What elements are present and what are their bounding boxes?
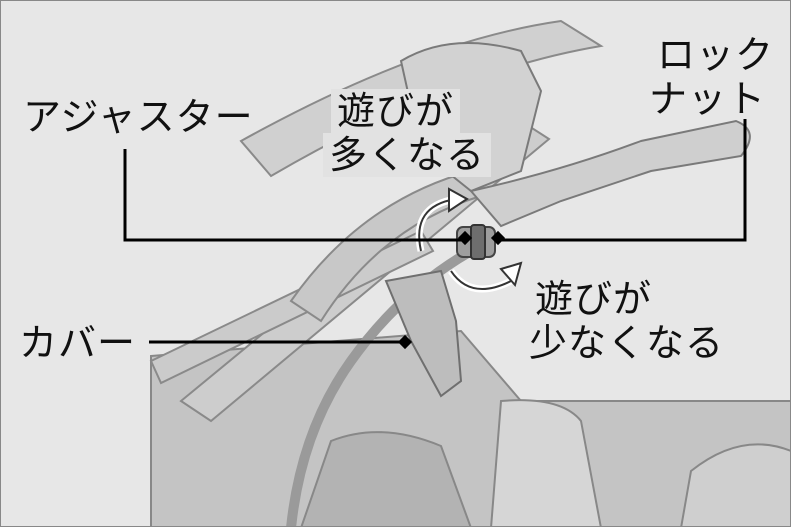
arrowhead-less-play [499, 261, 523, 288]
leader-dot-cover [397, 334, 413, 350]
adjuster-label: アジャスター [23, 95, 254, 139]
leader-line-adjuster [123, 149, 467, 242]
engine-detail [300, 431, 472, 526]
locknut-label-line2: ナット [649, 77, 767, 121]
arrowhead-more-play [448, 187, 469, 213]
engine-body [150, 329, 790, 526]
more-play-label-line2: 多くなる [323, 133, 492, 177]
less-play-label-line1: 遊びが [535, 277, 653, 321]
more-play-label-line1: 遊びが [331, 89, 461, 133]
leader-dot-adjuster [457, 230, 473, 246]
right-side-part [680, 443, 790, 526]
rotation-arrow-more-play-outline [418, 198, 457, 252]
leader-line-locknut [497, 119, 747, 242]
right-cowl [490, 399, 602, 526]
less-play-label-line2: 少なくなる [529, 321, 725, 365]
leader-dot-locknut [490, 230, 506, 246]
clutch-lever [469, 119, 751, 228]
lock-nut [470, 224, 486, 260]
locknut-label-line1: ロック [657, 33, 775, 77]
cover-label: カバー [19, 321, 137, 365]
rotation-arrow-less-play-outline [450, 270, 512, 290]
